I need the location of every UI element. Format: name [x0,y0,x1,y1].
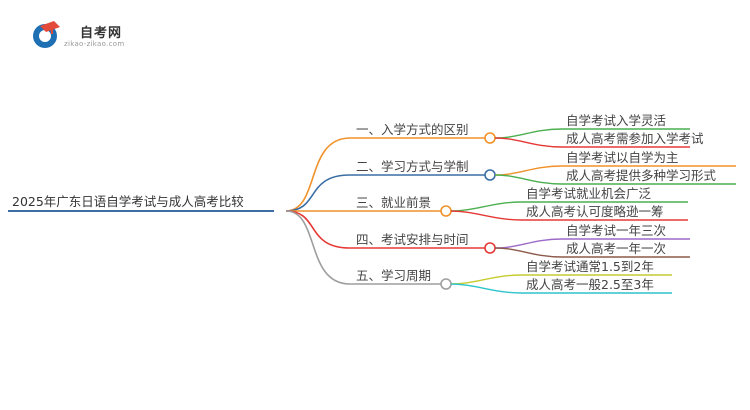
leaf-topic[interactable]: 成人高考提供多种学习形式 [566,168,717,183]
brand-name: 自考网 [80,26,123,41]
leaf-topic[interactable]: 自学考试通常1.5到2年 [526,259,654,274]
leaf-topic[interactable]: 成人高考认可度略逊一筹 [526,204,664,219]
leaf-connector [494,174,563,185]
branch-node [440,278,452,290]
leaf-connector [494,165,563,176]
leaf-connector [450,274,523,285]
branch-node [484,169,496,181]
leaf-connector [450,201,523,212]
leaf-connector [494,247,563,258]
leaf-topic[interactable]: 自学考试以自学为主 [566,150,679,165]
leaf-connector [494,238,563,249]
leaf-topic[interactable]: 自学考试就业机会广泛 [526,186,652,201]
leaf-connector [494,137,563,148]
branch-node [440,205,452,217]
branch-topic[interactable]: 三、就业前景 [356,195,432,210]
leaf-topic[interactable]: 成人高考需参加入学考试 [566,131,704,146]
branch-connector [285,174,351,212]
branch-topic[interactable]: 二、学习方式与学制 [356,159,469,174]
leaf-topic[interactable]: 自学考试一年三次 [566,223,667,238]
branch-topic[interactable]: 四、考试安排与时间 [356,232,469,247]
branch-topic[interactable]: 五、学习周期 [356,268,432,283]
branch-node [484,132,496,144]
branch-node [484,242,496,254]
leaf-topic[interactable]: 成人高考一般2.5至3年 [526,277,654,292]
leaf-topic[interactable]: 成人高考一年一次 [566,241,667,256]
branch-connector [285,210,351,249]
brand-url: zikao-zikao.com [64,40,125,48]
leaf-connector [494,128,563,139]
brand-logo[interactable] [30,18,140,52]
branch-connector [285,137,351,212]
leaf-topic[interactable]: 自学考试入学灵活 [566,113,667,128]
branch-connector [285,210,351,285]
leaf-connector [450,283,523,294]
graduation-cap-logo-icon [33,21,60,48]
leaf-connector [450,210,523,221]
root-topic[interactable]: 2025年广东日语自学考试与成人高考比较 [12,194,244,209]
branch-topic[interactable]: 一、入学方式的区别 [356,122,469,137]
